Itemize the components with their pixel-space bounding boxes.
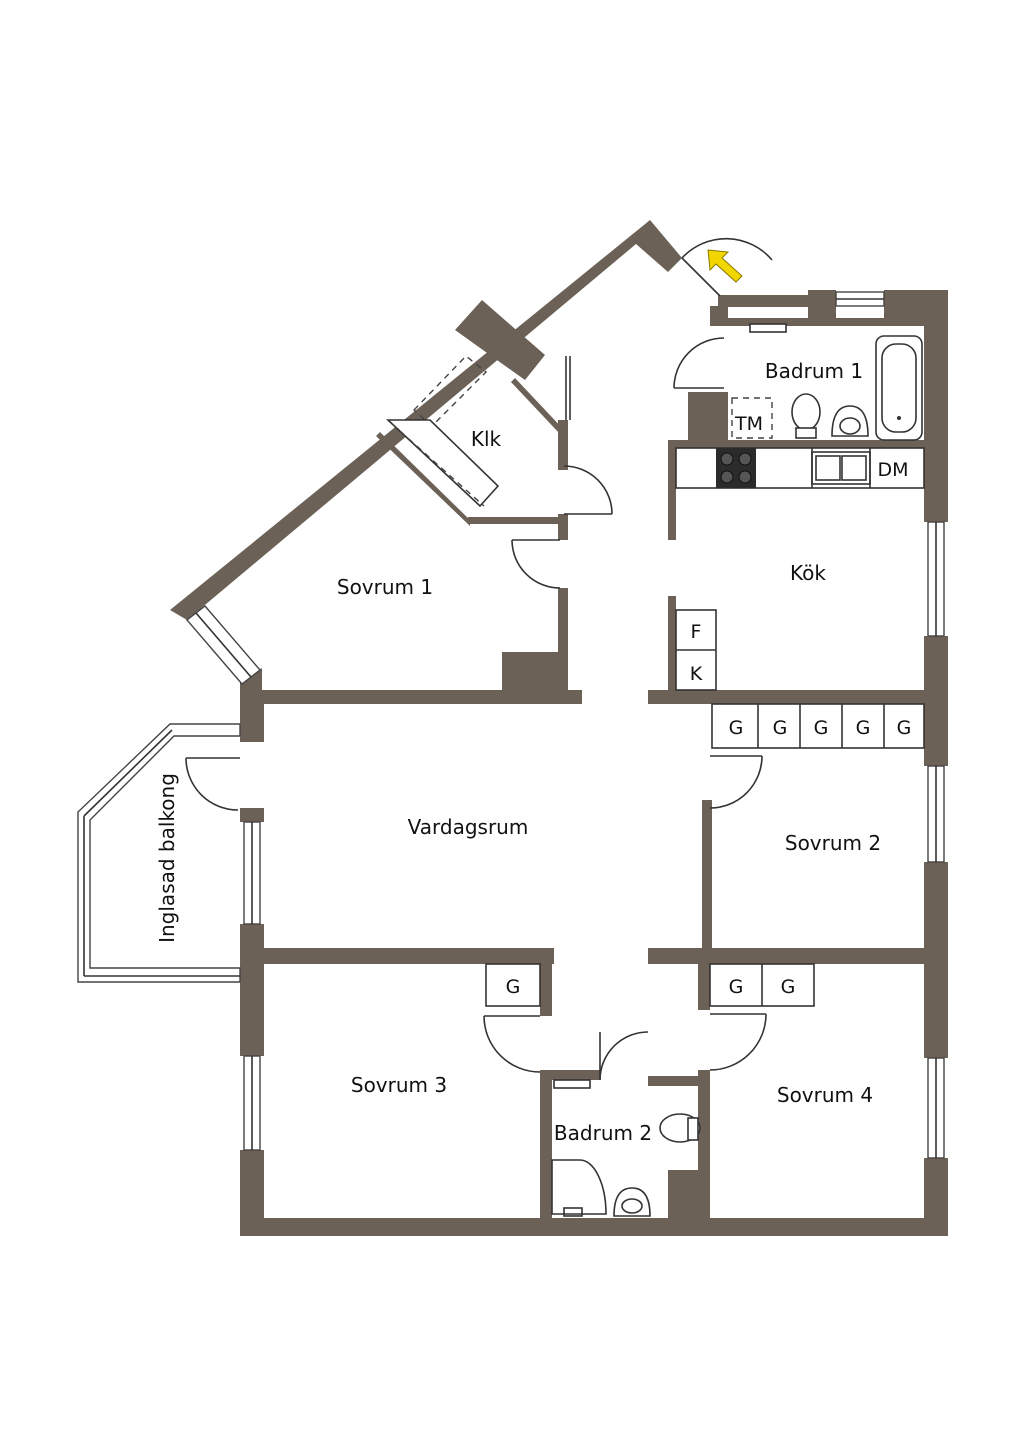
label-k: K — [690, 663, 703, 685]
label-sovrum3: Sovrum 3 — [351, 1073, 447, 1097]
label-g: G — [856, 717, 871, 739]
toilet-bath1 — [791, 393, 821, 431]
labels: Badrum 1 Klk Sovrum 1 Kök Vardagsrum Sov… — [155, 359, 911, 1145]
balcony — [77, 723, 241, 983]
stove-icon — [716, 448, 756, 488]
label-sovrum1: Sovrum 1 — [337, 575, 433, 599]
label-g: G — [729, 976, 744, 998]
label-kok: Kök — [790, 561, 826, 585]
label-g: G — [729, 717, 744, 739]
sink-bath1 — [831, 405, 869, 437]
label-klk: Klk — [471, 427, 502, 451]
label-g: G — [814, 717, 829, 739]
towel-rail — [749, 323, 787, 333]
label-f: F — [691, 621, 702, 643]
label-dm: DM — [877, 459, 908, 481]
label-tm: TM — [734, 413, 763, 435]
label-badrum2: Badrum 2 — [554, 1121, 652, 1145]
label-g: G — [897, 717, 912, 739]
label-g: G — [506, 976, 521, 998]
label-sovrum2: Sovrum 2 — [785, 831, 881, 855]
label-balkong: Inglasad balkong — [155, 773, 179, 943]
windows — [185, 291, 945, 1159]
label-badrum1: Badrum 1 — [765, 359, 863, 383]
label-g: G — [773, 717, 788, 739]
doors — [185, 237, 773, 1081]
bathtub — [875, 335, 923, 441]
shower — [551, 1159, 607, 1215]
label-sovrum4: Sovrum 4 — [777, 1083, 873, 1107]
label-g: G — [781, 976, 796, 998]
sink-bath2 — [613, 1187, 651, 1217]
entrance-arrow-icon — [707, 249, 743, 283]
fixtures — [385, 323, 925, 1217]
walls — [170, 220, 948, 1236]
label-vardagsrum: Vardagsrum — [408, 815, 529, 839]
